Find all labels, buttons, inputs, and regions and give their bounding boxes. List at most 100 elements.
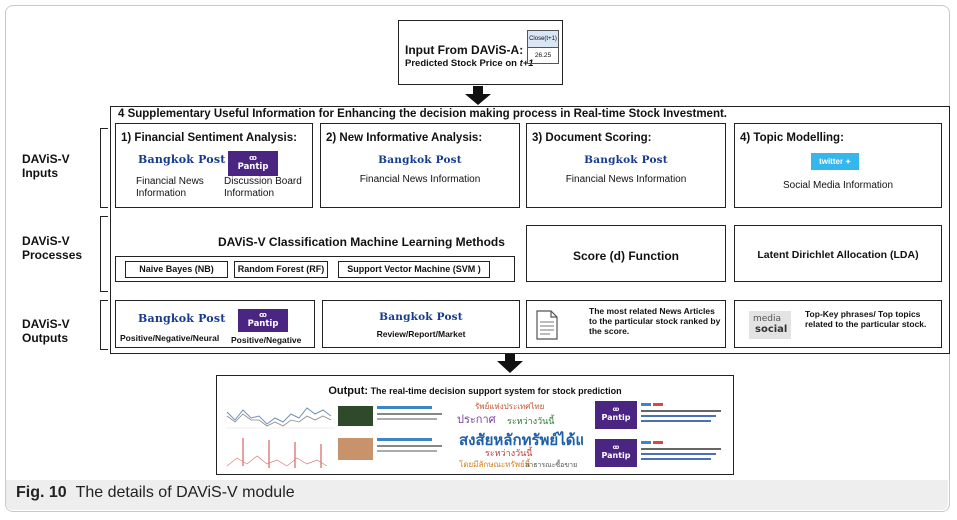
methods-container: Naive Bayes (NB) Random Forest (RF) Supp… [115, 256, 515, 282]
word-cloud-word-2: social [755, 324, 788, 335]
bracket-inputs [100, 128, 108, 208]
word-cloud-word-1: media [753, 314, 782, 324]
thai-word: ระหว่างวันนี้ [507, 416, 555, 426]
bangkok-post-logo: Bangkok Post [584, 154, 668, 166]
bangkok-post-logo: Bangkok Post [138, 153, 226, 166]
stage-label-processes: DAViS-V Processes [22, 234, 82, 262]
classification-title: DAViS-V Classification Machine Learning … [218, 235, 505, 249]
thai-word: สาธารณะซื้อขาย [525, 462, 578, 469]
stage-label-processes-line1: DAViS-V [22, 234, 70, 248]
stage-label-processes-line2: Processes [22, 248, 83, 262]
lda-box: Latent Dirichlet Allocation (LDA) [734, 225, 942, 282]
col4-title: 4) Topic Modelling: [740, 132, 844, 144]
thai-word: โดยมีลักษณะทรัพย์นี้ [459, 460, 531, 469]
stage-label-outputs: DAViS-V Outputs [22, 317, 70, 345]
pantip-logo-text: Pantip [601, 413, 631, 422]
method-svm: Support Vector Machine (SVM ) [338, 261, 490, 278]
col2-source: Financial News Information [359, 174, 481, 185]
pantip-tag [653, 403, 663, 406]
col1-source1: Financial News Information [136, 176, 204, 199]
pantip-line [641, 448, 721, 450]
input-subtitle: Predicted Stock Price on t+1 [405, 58, 534, 69]
pantip-logo-text: Pantip [247, 319, 279, 329]
news-line [377, 450, 437, 452]
news-tag-1 [377, 406, 432, 409]
method-random-forest: Random Forest (RF) [234, 261, 328, 278]
col1-source2: Discussion Board Information [224, 176, 302, 199]
informative-output-box: Bangkok Post Review/Report/Market [322, 300, 520, 348]
pantip-line [641, 410, 721, 412]
word-cloud-thumbnail: media social [749, 311, 791, 339]
input-subtitle-em: t+1 [519, 58, 534, 69]
news-line [377, 445, 442, 447]
twitter-logo-text: twitter [819, 157, 844, 166]
pantip-tag [641, 441, 651, 444]
stage-label-inputs-line1: DAViS-V [22, 152, 70, 166]
prediction-table: Close(t+1) 26.25 [527, 30, 559, 64]
pantip-line [641, 415, 716, 417]
col1-title: 1) Financial Sentiment Analysis: [121, 132, 297, 144]
stage-label-outputs-line2: Outputs [22, 331, 68, 345]
score-label: Score (d) Function [573, 249, 679, 263]
method-naive-bayes: Naive Bayes (NB) [125, 261, 228, 278]
twitter-logo: twitter✦ [811, 153, 859, 170]
bangkok-post-logo: Bangkok Post [378, 154, 462, 166]
bracket-processes [100, 216, 108, 292]
input-title: Input From DAViS-A: [405, 43, 524, 57]
col4-input-box: 4) Topic Modelling: twitter✦ Social Medi… [734, 123, 942, 208]
bangkok-post-logo: Bangkok Post [379, 311, 463, 323]
thai-word: ระหว่างวันนี้ [485, 448, 533, 458]
pantip-tag [641, 403, 651, 406]
bracket-outputs [100, 300, 108, 350]
news-thumbnail-1 [338, 406, 373, 426]
scoring-label: The most related News Articles to the pa… [589, 306, 721, 336]
thai-word: สงสัยหลักทรัพย์ได้แก่ [459, 432, 583, 449]
pantip-line [641, 420, 711, 422]
final-output-title: Output: The real-time decision support s… [217, 381, 733, 399]
pantip-logo-text: Pantip [601, 451, 631, 460]
col3-input-box: 3) Document Scoring: Bangkok Post Financ… [526, 123, 726, 208]
figure-caption: Fig. 10 The details of DAViS-V module [16, 484, 295, 502]
stage-label-outputs-line1: DAViS-V [22, 317, 70, 331]
col3-source: Financial News Information [565, 174, 687, 185]
pantip-line [641, 458, 711, 460]
input-box: Input From DAViS-A: Predicted Stock Pric… [398, 20, 563, 85]
pantip-tag [653, 441, 663, 444]
pantip-logo-text: Pantip [237, 162, 269, 172]
document-icon [536, 310, 558, 340]
prediction-table-value: 26.25 [534, 52, 552, 59]
col2-input-box: 2) New Informative Analysis: Bangkok Pos… [320, 123, 520, 208]
news-tag-2 [377, 438, 432, 441]
thai-word: รัพย์แห่งประเทศไทย [475, 402, 545, 411]
prediction-table-header: Close(t+1) [528, 31, 558, 48]
caption-label: Fig. 10 [16, 484, 67, 501]
lda-label: Latent Dirichlet Allocation (LDA) [757, 249, 919, 261]
final-output-label: Output: [328, 385, 369, 397]
caption-text: The details of DAViS-V module [75, 484, 295, 501]
news-thumbnail-2 [338, 438, 373, 460]
col2-title: 2) New Informative Analysis: [326, 132, 483, 144]
final-output-box: Output: The real-time decision support s… [216, 375, 734, 475]
arrow-to-final-output [497, 353, 523, 373]
caption-band [6, 480, 948, 510]
score-box: Score (d) Function [526, 225, 726, 282]
informative-label: Review/Report/Market [376, 329, 466, 339]
col3-title: 3) Document Scoring: [532, 132, 652, 144]
thai-word: ประกาศ [457, 414, 496, 426]
pantip-line [641, 453, 716, 455]
final-output-text: The real-time decision support system fo… [368, 386, 622, 396]
stage-label-inputs: DAViS-V Inputs [22, 152, 70, 180]
stock-chart-thumbnail [225, 398, 335, 470]
bangkok-post-logo: Bangkok Post [138, 312, 226, 325]
news-line [377, 413, 442, 415]
col1-input-box: 1) Financial Sentiment Analysis: Bangkok… [115, 123, 313, 208]
arrow-input-to-main [465, 86, 491, 105]
sentiment-bp-label: Positive/Negative/Neural [120, 333, 220, 343]
main-title: 4 Supplementary Useful Information for E… [118, 108, 727, 120]
input-subtitle-text: Predicted Stock Price on [405, 58, 520, 69]
topic-output-box: media social Top-Key phrases/ Top topics… [734, 300, 942, 348]
